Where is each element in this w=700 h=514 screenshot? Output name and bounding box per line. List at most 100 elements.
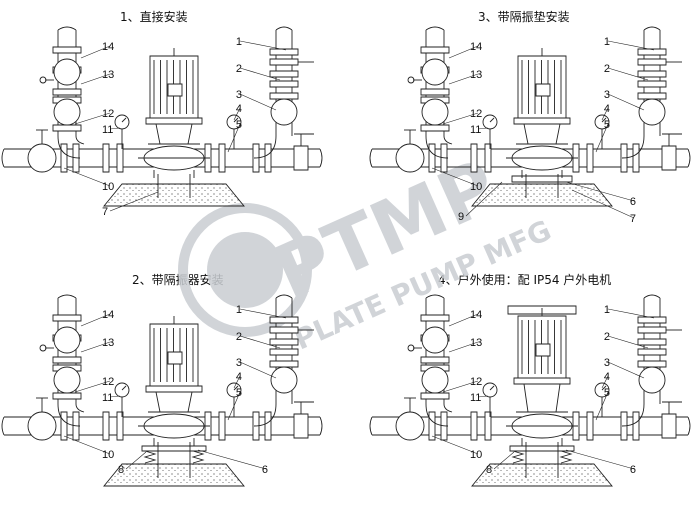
- leader-line: [608, 94, 644, 110]
- gauge-needle: [602, 118, 606, 122]
- pipe-break: [370, 417, 372, 435]
- flange: [53, 89, 81, 95]
- elbow: [426, 136, 448, 158]
- part-number-label: 4: [604, 371, 610, 383]
- leader-line: [566, 182, 634, 201]
- part-number-label: 12: [470, 108, 482, 120]
- flange: [61, 412, 67, 440]
- terminal-box: [168, 352, 182, 364]
- valve-ball: [28, 412, 56, 440]
- pipe-break: [688, 417, 690, 435]
- flange: [61, 144, 67, 172]
- part-number-label: 7: [630, 213, 636, 225]
- part-number-label: 1: [236, 36, 242, 48]
- part-number-label: 14: [102, 41, 114, 53]
- flange: [103, 144, 109, 172]
- spring-isolator: [193, 451, 203, 463]
- gauge-needle: [602, 386, 606, 390]
- leader-line: [81, 74, 110, 84]
- pipe-break: [370, 149, 372, 167]
- motor-flange: [146, 118, 202, 124]
- flange: [485, 144, 491, 172]
- flange: [638, 49, 666, 55]
- flange: [633, 144, 639, 172]
- gauge-needle: [122, 118, 126, 122]
- flange: [117, 412, 123, 440]
- valve-ball: [396, 412, 424, 440]
- part-number-label: 14: [470, 41, 482, 53]
- concrete-foundation: [104, 464, 244, 486]
- valve-ball: [28, 144, 56, 172]
- elbow: [58, 136, 80, 158]
- leader-line: [566, 450, 634, 469]
- flange: [421, 315, 449, 321]
- leader-line: [432, 436, 478, 454]
- pipe-break: [276, 27, 292, 30]
- leader-line: [572, 190, 634, 218]
- terminal-box: [168, 84, 182, 96]
- pipe-break: [426, 295, 444, 298]
- pipe-break: [58, 295, 76, 298]
- watermark-logo: PTMP PLATE PUMP MFG: [183, 143, 556, 356]
- flange: [421, 357, 449, 363]
- part-number-label: 1: [604, 36, 610, 48]
- leader-line: [81, 46, 110, 58]
- part-number-label: 3: [236, 89, 242, 101]
- flange: [485, 412, 491, 440]
- valve-ball: [422, 327, 448, 353]
- gauge-needle: [490, 386, 494, 390]
- handwheel-icon: [408, 77, 414, 83]
- leader-line: [478, 128, 488, 129]
- handwheel-icon: [40, 77, 46, 83]
- part-number-label: 2: [236, 331, 242, 343]
- right-valve: [662, 414, 676, 438]
- panel-4-caption: 4、户外使用：配 IP54 户外电机: [438, 273, 612, 287]
- part-number-label: 11: [470, 392, 481, 404]
- flange: [270, 361, 298, 367]
- leader-line: [240, 336, 280, 348]
- elbow: [622, 136, 644, 158]
- valve-ball: [54, 99, 80, 125]
- flange: [219, 144, 225, 172]
- pipe-break: [688, 149, 690, 167]
- leader-line: [608, 41, 654, 50]
- leader-line: [126, 452, 146, 469]
- leader-line: [443, 381, 478, 392]
- part-number-label: 10: [470, 181, 482, 193]
- part-number-label: 4: [236, 371, 242, 383]
- concrete-foundation: [104, 184, 244, 206]
- part-number-label: 4: [236, 103, 242, 115]
- part-number-label: 12: [102, 108, 114, 120]
- valve-ball: [422, 367, 448, 393]
- part-number-label: 2: [236, 63, 242, 75]
- flange: [638, 361, 666, 367]
- part-number-label: 11: [102, 124, 113, 136]
- leader-line: [443, 113, 478, 124]
- leader-line: [449, 314, 478, 326]
- part-number-label: 8: [118, 464, 124, 476]
- gauge-needle: [234, 118, 238, 122]
- right-valve: [294, 414, 308, 438]
- leader-line: [240, 94, 276, 110]
- part-number-label: 1: [236, 304, 242, 316]
- leader-line: [240, 362, 276, 378]
- flange: [270, 317, 298, 323]
- leader-line: [234, 376, 240, 388]
- panel-3-caption: 3、带隔振垫安装: [478, 10, 570, 24]
- leader-line: [228, 124, 240, 152]
- part-number-label: 9: [458, 211, 464, 223]
- motor-flange: [514, 118, 570, 124]
- elbow: [426, 404, 448, 426]
- pipe-break: [2, 149, 4, 167]
- panels: 1413121110712345141312111091234567141312…: [2, 27, 690, 486]
- leader-line: [466, 182, 502, 216]
- part-number-label: 11: [102, 392, 113, 404]
- pipe-break: [320, 417, 322, 435]
- flange: [53, 357, 81, 363]
- part-number-label: 10: [102, 449, 114, 461]
- flange: [421, 89, 449, 95]
- pipe-break: [320, 149, 322, 167]
- valve-ball: [54, 367, 80, 393]
- pipe-break: [644, 27, 660, 30]
- part-number-label: 5: [236, 387, 242, 399]
